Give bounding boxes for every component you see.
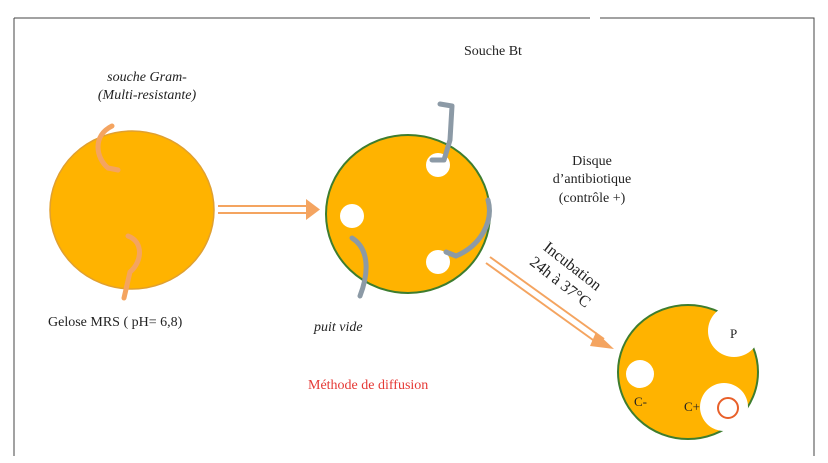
bt-strain-label: Souche Bt xyxy=(464,44,522,59)
empty-well-label: puit vide xyxy=(314,320,363,335)
arrow-right-icon xyxy=(218,199,320,220)
well-icon xyxy=(340,204,364,228)
well-icon xyxy=(426,250,450,274)
inoculation-loop-icon xyxy=(121,233,142,301)
label-c-minus: C- xyxy=(634,394,647,409)
petri-dish-2 xyxy=(325,101,492,299)
inhibition-zone xyxy=(700,383,748,431)
petri-dish-3 xyxy=(617,304,760,440)
disk-line1: Disque xyxy=(572,154,612,169)
arrow-diagonal-icon xyxy=(485,256,614,349)
well-icon xyxy=(708,305,760,357)
label-p: P xyxy=(730,326,738,341)
swab-icon xyxy=(443,197,492,259)
disk-line2: d’antibiotique xyxy=(552,172,632,188)
swab-icon xyxy=(429,101,455,163)
method-title: Méthode de diffusion xyxy=(308,378,429,393)
well-icon xyxy=(626,360,654,388)
gram-strain-line1: souche Gram- xyxy=(107,70,187,85)
disk-line3: (contrôle +) xyxy=(558,190,626,206)
antibiotic-disk-label: Disque d’antibiotique (contrôle +) xyxy=(532,154,652,206)
diagram-frame xyxy=(13,17,815,456)
swab-icon xyxy=(349,235,369,299)
inoculation-loop-icon xyxy=(95,123,121,173)
gram-strain-label: souche Gram- (Multi-resistante) xyxy=(92,70,202,104)
petri-dish-icon xyxy=(49,130,215,290)
agar-medium-label: Gelose MRS ( pH= 6,8) xyxy=(48,315,183,330)
petri-dish-1 xyxy=(49,123,215,301)
label-c-plus: C+ xyxy=(684,399,701,414)
antibiotic-disk-icon xyxy=(717,397,739,419)
gram-strain-line2: (Multi-resistante) xyxy=(97,88,197,104)
